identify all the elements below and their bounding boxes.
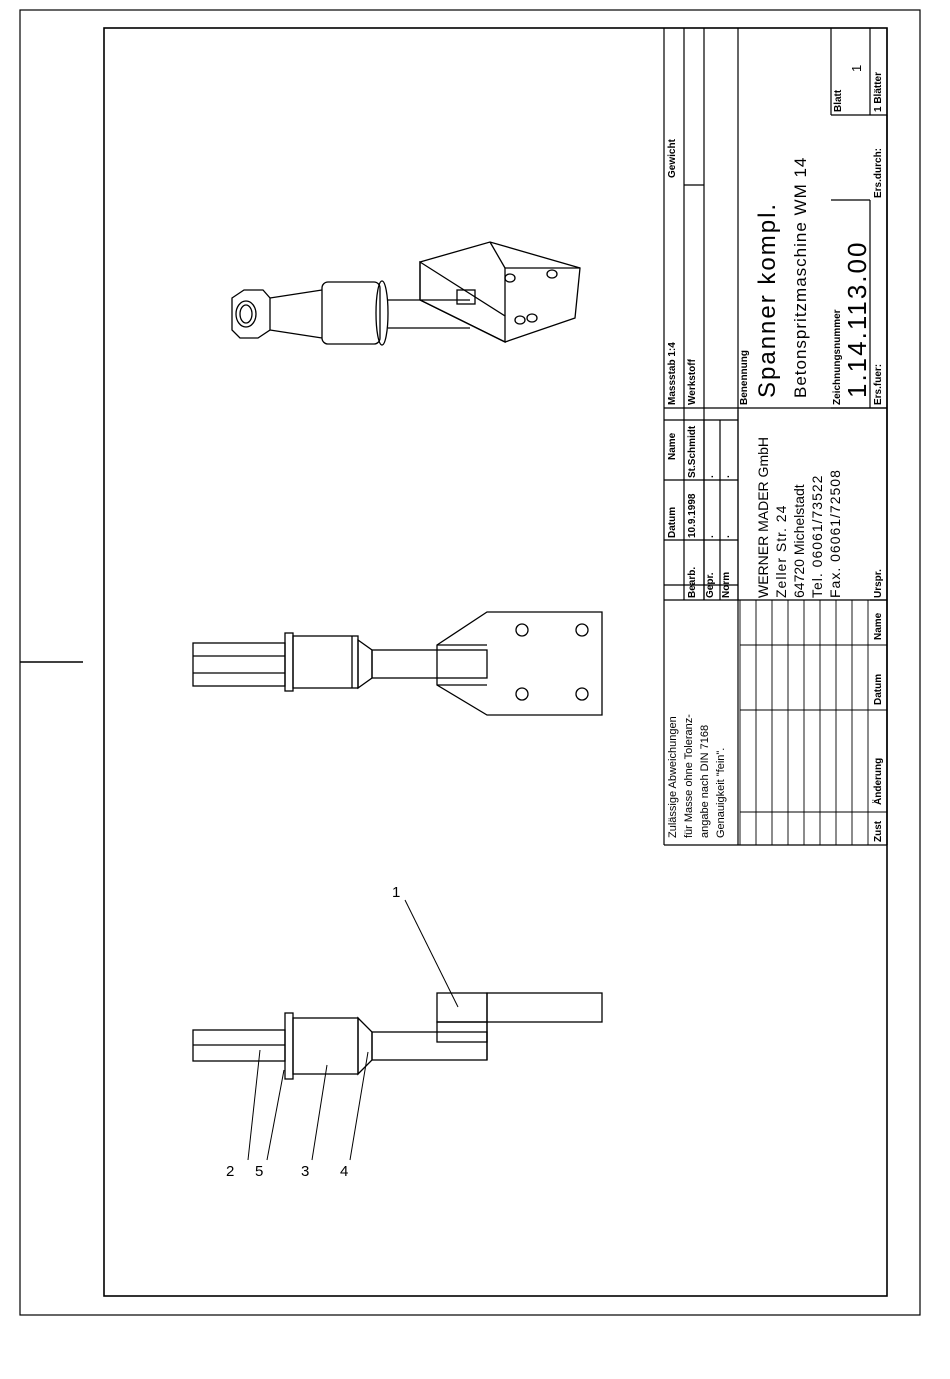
approval-datum-norm: .: [721, 535, 732, 538]
drawing-number: 1.14.113.00: [842, 240, 872, 398]
gewicht-label: Gewicht: [667, 139, 678, 178]
approval-header-name: Name: [667, 432, 678, 460]
company-name: WERNER MADER GmbH: [755, 436, 771, 598]
top-view: [192, 611, 603, 716]
rev-header-name: Name: [873, 612, 884, 640]
part-label-1: 1: [392, 884, 401, 901]
approval-label-bearb: Bearb.: [687, 566, 698, 598]
approval-datum-gepr: .: [705, 535, 716, 538]
rev-header-aenderung: Änderung: [873, 757, 884, 805]
isometric-view: [231, 241, 581, 346]
part-label-4: 4: [340, 1163, 349, 1180]
company-fax: Fax. 06061/72508: [827, 469, 843, 598]
blatt-label: Blatt: [833, 89, 844, 112]
drawing-subtitle: Betonspritzmaschine WM 14: [791, 156, 810, 398]
part-label-2: 2: [226, 1163, 235, 1180]
approval-datum-bearb: 10.9.1998: [687, 493, 698, 539]
approval-header-datum: Datum: [667, 506, 678, 538]
approval-name-gepr: .: [705, 475, 716, 478]
company-street: Zeller Str. 24: [773, 504, 789, 598]
company-city: 64720 Michelstadt: [791, 484, 807, 598]
ers-fuer-label: Ers.fuer:: [873, 363, 884, 405]
tolerance-line-4: Genauigkeit "fein".: [715, 747, 727, 838]
approval-name-norm: .: [721, 475, 732, 478]
part-label-5: 5: [255, 1163, 264, 1180]
tolerance-line-3: angabe nach DIN 7168: [699, 724, 711, 838]
ers-durch-label: Ers.durch:: [873, 147, 884, 198]
werkstoff-label: Werkstoff: [687, 359, 698, 405]
rev-header-zust: Zust: [873, 820, 884, 842]
approval-label-norm: Norm: [721, 571, 732, 598]
title-block: [663, 28, 888, 846]
drawing-title: Spanner kompl.: [754, 201, 781, 398]
company-tel: Tel. 06061/73522: [809, 474, 825, 598]
benennung-label: Benennung: [739, 350, 750, 405]
tolerance-line-2: für Masse ohne Toleranz-: [683, 714, 695, 838]
blaetter-label: 1 Blätter: [873, 71, 884, 112]
tolerance-line-1: Zulässige Abweichungen: [667, 716, 679, 838]
part-label-3: 3: [301, 1163, 310, 1180]
blatt-value: 1: [849, 64, 864, 72]
urspr-label: Urspr.: [873, 569, 884, 598]
leader-lines: [247, 899, 459, 1161]
approval-name-bearb: St.Schmidt: [687, 425, 698, 478]
approval-label-gepr: Gepr.: [705, 572, 716, 598]
massstab-label: Massstab 1:4: [667, 342, 678, 405]
rev-header-datum: Datum: [873, 673, 884, 705]
side-view: [192, 992, 603, 1080]
outer-border: [19, 9, 921, 1316]
